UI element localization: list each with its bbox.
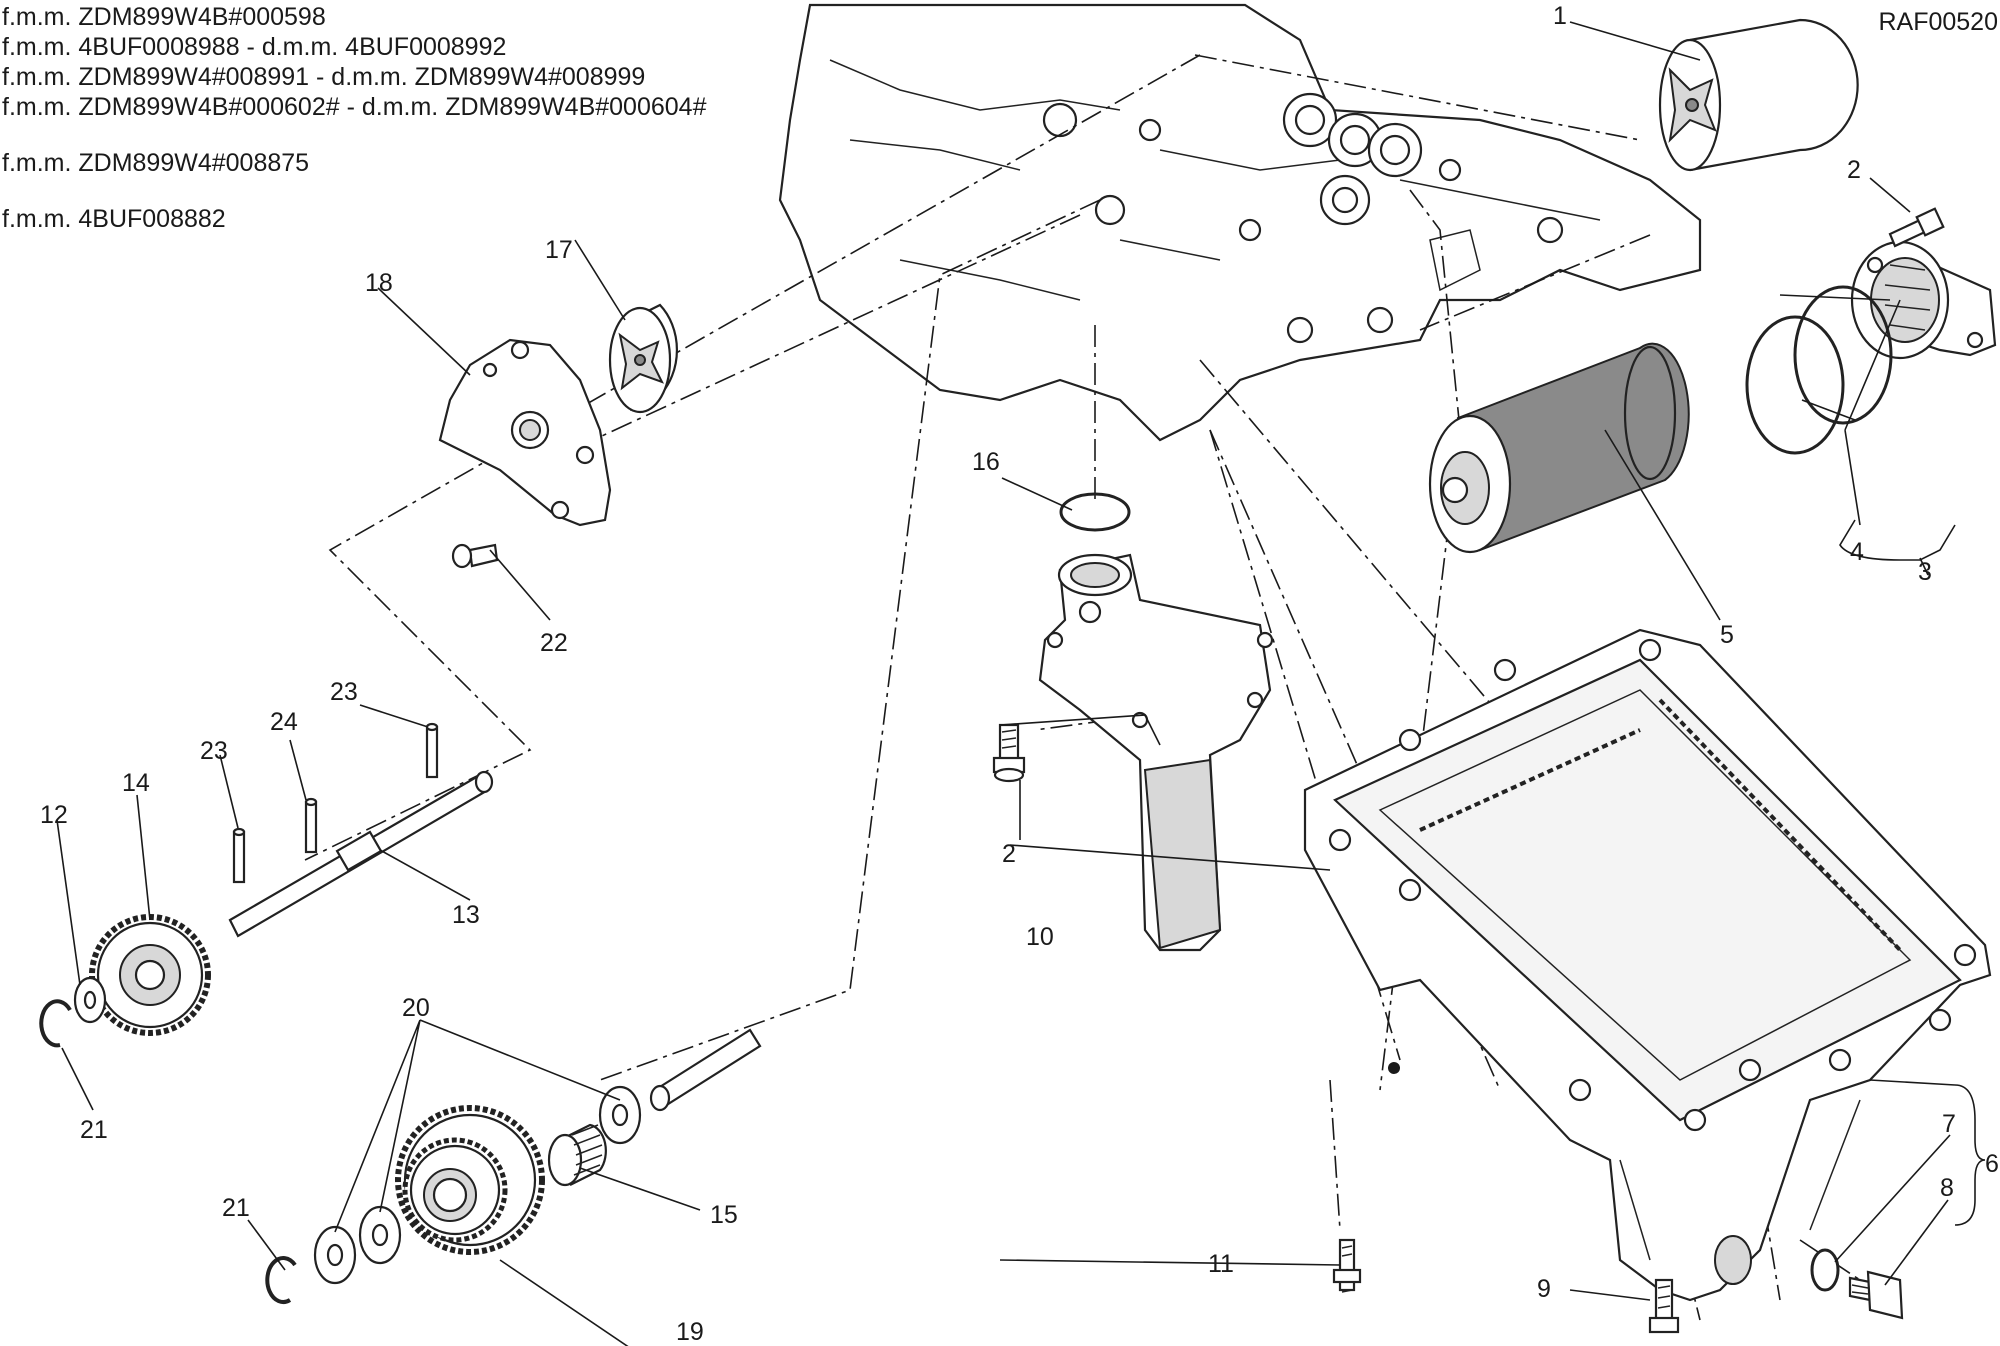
callout-17: 17 (545, 236, 573, 264)
part-24-pin (304, 797, 318, 854)
part-12-washer (73, 976, 107, 1024)
note-line: f.m.m. ZDM899W4B#000598 (2, 3, 326, 31)
crankcase-illustration (778, 3, 1702, 442)
callout-labels: 1 2 3 4 5 6 7 8 9 10 11 12 13 14 15 16 1… (40, 2, 1999, 1346)
part-9-screw-sump (1648, 1278, 1680, 1334)
callout-23-left: 23 (200, 737, 228, 765)
callout-3: 3 (1918, 558, 1932, 586)
callout-23-right: 23 (330, 678, 358, 706)
reference-dot (1388, 1062, 1400, 1074)
callout-14: 14 (122, 769, 150, 797)
note-line: f.m.m. ZDM899W4#008991 - d.m.m. ZDM899W4… (2, 63, 646, 91)
part-6-oil-sump (1303, 628, 1992, 1302)
diagram-reference-code: RAF00520 (1878, 8, 1998, 36)
part-13-shaft (228, 770, 494, 938)
part-22-screw (451, 543, 499, 569)
callout-8: 8 (1940, 1174, 1954, 1202)
note-line: f.m.m. ZDM899W4B#000602# - d.m.m. ZDM899… (2, 93, 707, 121)
part-23-pin-left (232, 827, 246, 884)
part-2-screw-pickup (992, 723, 1026, 783)
callout-2: 2 (1847, 156, 1861, 184)
callout-16: 16 (972, 448, 1000, 476)
part-pin-lower (649, 1028, 762, 1112)
note-line: f.m.m. 4BUF0008988 - d.m.m. 4BUF0008992 (2, 33, 507, 61)
part-20-washer-right (598, 1085, 642, 1145)
part-16-o-ring (1059, 492, 1131, 532)
callout-11: 11 (1208, 1250, 1234, 1278)
part-23-pin-right (425, 722, 439, 779)
callout-24: 24 (270, 708, 298, 736)
part-18-pump-cover (438, 338, 612, 527)
part-5-oil-filter-cartridge (1428, 342, 1690, 554)
callout-15: 15 (710, 1201, 738, 1229)
callout-9: 9 (1537, 1275, 1551, 1303)
part-2-screw-top-right (1888, 207, 1945, 248)
part-7-sealing-washer (1810, 1248, 1840, 1292)
callout-21-upper: 21 (80, 1116, 108, 1144)
callout-2-pickup: 2 (1002, 840, 1016, 868)
leader-lines (56, 21, 1986, 1346)
part-15-needle-bearing (547, 1123, 607, 1187)
callout-19: 19 (676, 1318, 704, 1346)
callout-5: 5 (1720, 621, 1734, 649)
part-11-stud (1332, 1062, 1400, 1293)
callout-7: 7 (1942, 1110, 1956, 1138)
callout-12: 12 (40, 801, 68, 829)
part-1-oil-pump-rotor (1658, 18, 1859, 172)
part-4-o-rings (1745, 285, 1893, 455)
callout-4: 4 (1850, 538, 1864, 566)
callout-6: 6 (1985, 1150, 1999, 1178)
callout-22: 22 (540, 629, 568, 657)
callout-10: 10 (1026, 923, 1054, 951)
part-21-circlip-lower (265, 1256, 297, 1304)
part-20-washer-left-a (358, 1205, 402, 1265)
part-19-double-gear (395, 1105, 545, 1255)
callout-21-lower: 21 (222, 1194, 250, 1222)
model-range-notes: f.m.m. ZDM899W4B#000598 f.m.m. 4BUF00089… (2, 2, 706, 234)
part-17-oil-pump-rotor (608, 303, 679, 414)
part-8-drain-plug (1848, 1270, 1904, 1320)
note-line: f.m.m. ZDM899W4#008875 (2, 149, 310, 177)
callout-1: 1 (1553, 2, 1567, 30)
part-14-gear (89, 914, 211, 1036)
callout-18: 18 (365, 269, 393, 297)
callout-20: 20 (402, 994, 430, 1022)
callout-13: 13 (452, 901, 480, 929)
note-line: f.m.m. 4BUF008882 (2, 205, 226, 233)
part-10-oil-pickup (1038, 553, 1274, 952)
part-20-washer-left-b (313, 1225, 357, 1285)
part-21-circlip-upper (39, 999, 72, 1048)
